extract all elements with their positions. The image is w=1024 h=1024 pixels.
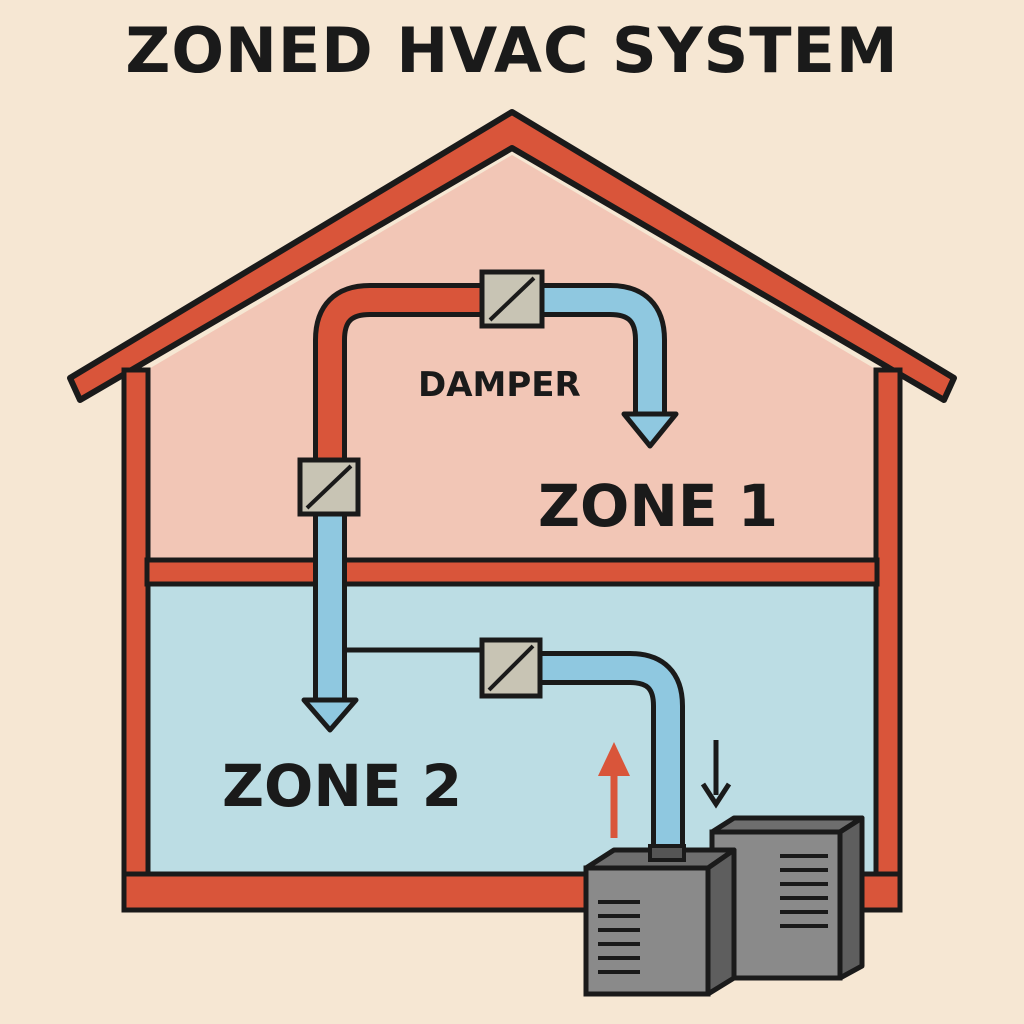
zone-2-label: ZONE 2 bbox=[222, 752, 462, 820]
damper-zone-2[interactable] bbox=[479, 637, 543, 699]
damper-label: DAMPER bbox=[418, 365, 581, 405]
damper-main[interactable] bbox=[297, 457, 361, 517]
cool-air-down-arrow-icon bbox=[700, 740, 732, 809]
floor-divider bbox=[144, 557, 880, 587]
zone-2-airflow-arrow bbox=[301, 697, 359, 733]
damper-zone-1[interactable] bbox=[479, 269, 545, 329]
left-wall bbox=[121, 367, 151, 913]
right-wall bbox=[873, 367, 903, 913]
zone-1-airflow-arrow bbox=[621, 411, 679, 449]
warm-air-up-arrow-icon bbox=[598, 742, 630, 838]
zone-1-label: ZONE 1 bbox=[538, 472, 778, 540]
roof bbox=[67, 109, 957, 403]
page-title: ZONED HVAC SYSTEM bbox=[125, 14, 899, 87]
outdoor-unit-front bbox=[583, 844, 737, 997]
